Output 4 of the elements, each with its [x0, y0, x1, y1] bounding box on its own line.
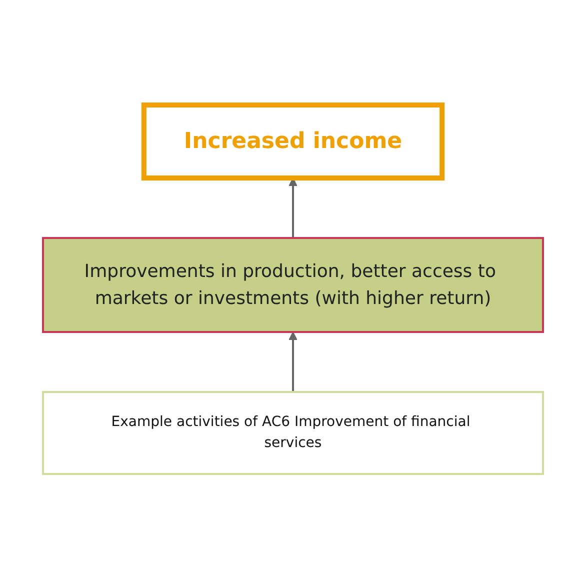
- node-box: Improvements in production, better access to markets or investments (with higher return): [42, 236, 544, 332]
- arrow: [288, 331, 297, 392]
- node-box: Increased income: [140, 102, 444, 180]
- node-box: Example activities of AC6 Improvement of financial services: [42, 390, 544, 474]
